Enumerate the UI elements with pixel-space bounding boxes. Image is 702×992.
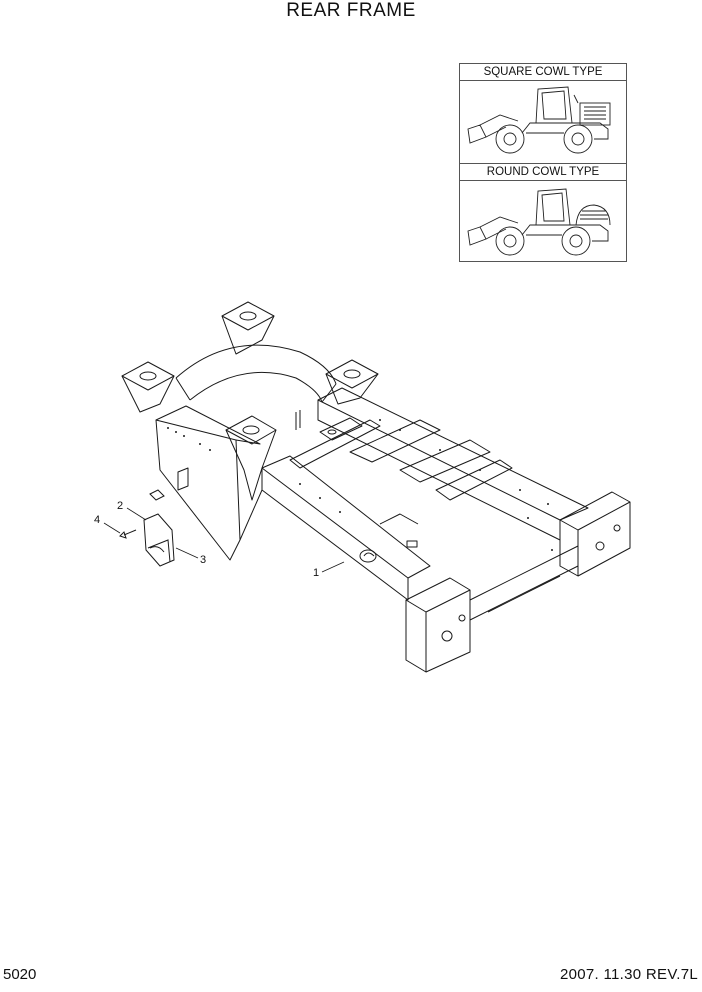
variant-legend-panel: SQUARE COWL TYPE [459, 63, 627, 262]
legend-caption-round-cowl: ROUND COWL TYPE [460, 164, 626, 181]
legend-caption-square-cowl: SQUARE COWL TYPE [460, 64, 626, 81]
callout-2: 2 [117, 500, 124, 512]
mount-pad-front [225, 415, 277, 501]
callout-3: 3 [200, 554, 207, 566]
mount-pad-right [325, 359, 379, 405]
wheel-loader-square-cowl-image [467, 86, 611, 154]
leader-4 [103, 522, 121, 534]
date-revision: 2007. 11.30 REV.7L [559, 966, 698, 983]
leader-3 [175, 547, 199, 559]
clip-part [149, 489, 165, 501]
mount-pad-left [121, 361, 175, 413]
rear-frame-left-plate [155, 419, 241, 561]
rear-frame-end-box-right [559, 491, 631, 577]
page-number: 5020 [3, 966, 37, 983]
wheel-loader-round-cowl-image [467, 188, 611, 256]
leader-2 [126, 507, 147, 521]
legend-item-round-cowl[interactable]: ROUND COWL TYPE [460, 163, 626, 264]
bolt-part [123, 529, 137, 536]
bracket-assembly [119, 489, 175, 567]
page-title: REAR FRAME [286, 0, 416, 21]
rear-frame-end-box-left [405, 577, 471, 673]
mount-pad-top [221, 301, 275, 355]
callout-4: 4 [94, 514, 101, 526]
rear-frame-arch [175, 344, 337, 385]
legend-item-square-cowl[interactable]: SQUARE COWL TYPE [460, 64, 626, 163]
rear-frame-left-rail [261, 467, 409, 601]
leader-1 [321, 561, 345, 573]
tow-pin [359, 549, 377, 563]
callout-1: 1 [313, 567, 320, 579]
bracket-part [143, 513, 175, 567]
